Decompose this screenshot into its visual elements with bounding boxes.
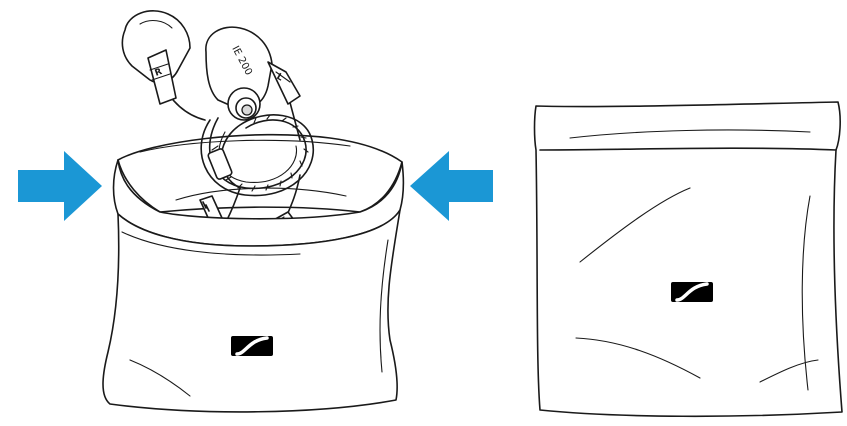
sennheiser-logo-icon — [671, 282, 713, 302]
arrow-right-shape — [18, 151, 102, 221]
arrow-right-icon — [18, 151, 102, 221]
pouch-inner-back — [118, 135, 402, 212]
earphone-left-bud: L IE 200 — [206, 27, 300, 120]
earphone-right-bud: R — [122, 11, 190, 104]
arrow-left-shape — [410, 151, 493, 221]
arrow-left-icon — [410, 151, 493, 221]
open-pouch — [118, 135, 402, 212]
closed-pouch — [535, 102, 843, 416]
sennheiser-logo-icon — [231, 336, 273, 356]
